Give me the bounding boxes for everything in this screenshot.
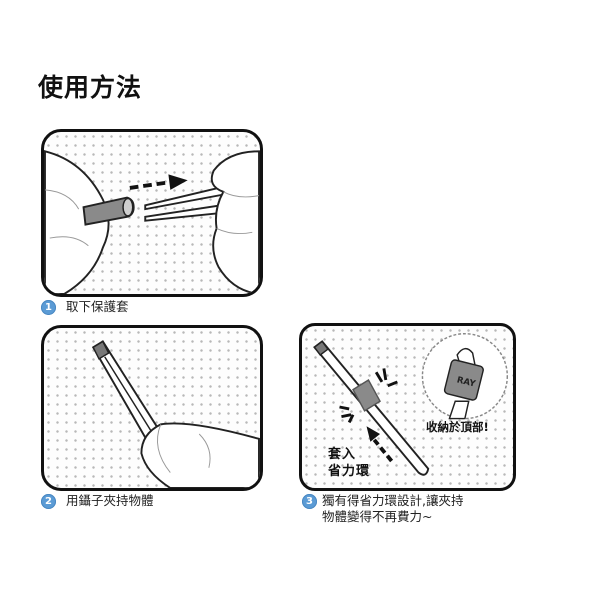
caption-text: 獨有得省力環設計,讓夾持: [322, 493, 464, 508]
brand-logo: RAY: [456, 375, 477, 389]
tweezers-icon: [313, 340, 430, 476]
step-2-caption: 2 用鑷子夾持物體: [41, 493, 154, 509]
storage-label: 收納於頂部!: [426, 420, 489, 434]
step-1-caption: 1 取下保護套: [41, 299, 129, 315]
protective-cap-icon: [82, 196, 135, 226]
step-number-badge: 2: [41, 494, 56, 509]
hold-tweezers-drawing: [91, 340, 260, 488]
ring-label-line: 套入: [328, 447, 357, 462]
step-3-caption: 3 獨有得省力環設計,讓夾持 物體變得不再費力~: [302, 493, 463, 525]
caption-text: 用鑷子夾持物體: [66, 493, 154, 508]
inset-detail-circle: RAY: [421, 332, 509, 420]
emphasis-marks-icon: [339, 368, 398, 424]
caption-text: 物體變得不再費力~: [322, 509, 433, 524]
page-title: 使用方法: [38, 73, 143, 102]
step-number-badge: 3: [302, 494, 317, 509]
ring-label: 套入 省力環: [328, 446, 370, 480]
step-number-badge: 1: [41, 300, 56, 315]
grip-ring-drawing: RAY: [313, 332, 509, 476]
dashed-arrow-right-icon: [129, 174, 188, 190]
remove-cap-drawing: [44, 150, 260, 294]
step-2-illustration: [41, 325, 263, 491]
step-1-illustration: [41, 129, 263, 297]
ring-label-line: 省力環: [328, 464, 371, 479]
caption-text: 取下保護套: [66, 299, 129, 314]
step-3-illustration: RAY 收納於頂部! 套入 省力環: [299, 323, 516, 491]
grip-ring-icon: [352, 378, 381, 412]
dashed-arrow-up-icon: [366, 426, 394, 463]
